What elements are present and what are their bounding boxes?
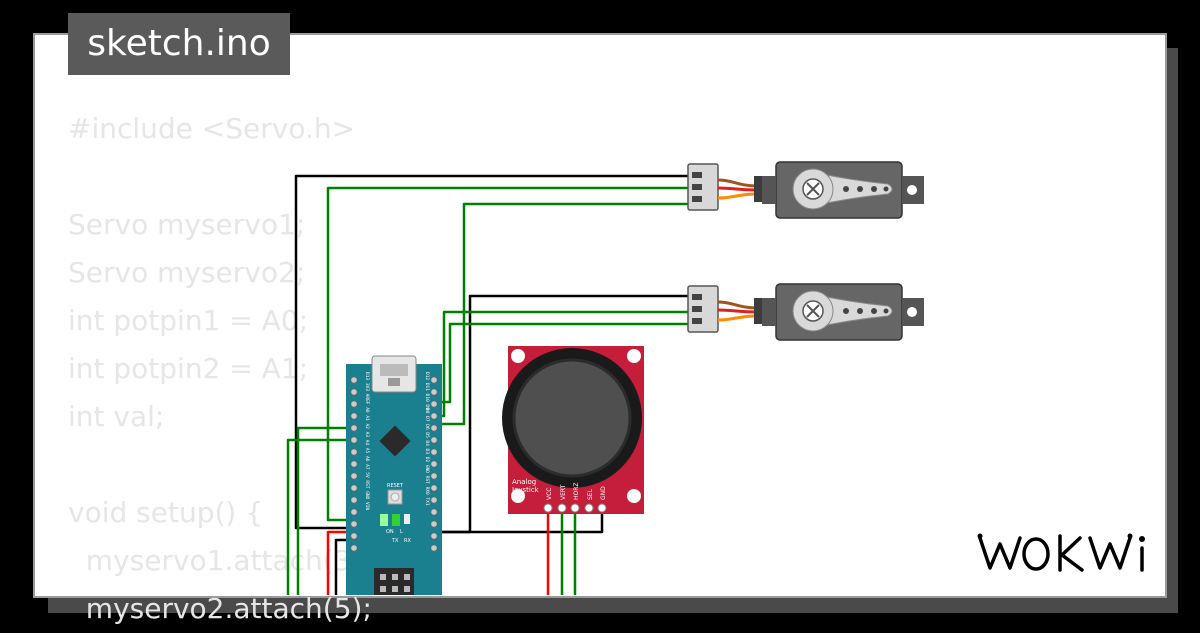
arduino-board (346, 364, 442, 595)
left-pin-labels: D13 3V3 AREF A0 A1 A2 A3 A4 A5 A6 A7 5V … (364, 372, 370, 510)
rx-label: RX (404, 538, 411, 544)
on-label: ON (386, 529, 394, 535)
wire-joystick-gnd[interactable] (440, 508, 604, 534)
joystick-pin-horz: HORZ (573, 482, 580, 500)
wire-servo1-ground[interactable] (294, 174, 690, 530)
joystick-pins (543, 503, 607, 513)
wire-servo2-signal[interactable] (440, 322, 690, 404)
code-line: int val; (68, 400, 165, 433)
led-on (380, 514, 388, 526)
l-label: L (400, 529, 403, 535)
joystick-pin-vert: VERT (560, 484, 567, 500)
code-line: myservo2.attach(5); (68, 592, 372, 625)
code-line: #include <Servo.h> (68, 112, 356, 145)
code-line: int potpin2 = A1; (68, 352, 309, 385)
joystick-label-line2: Joystick (511, 486, 540, 494)
servo-motor-2[interactable] (687, 283, 924, 341)
code-line: int potpin1 = A0; (68, 304, 309, 337)
wire-servo1-vcc[interactable] (326, 186, 690, 522)
servo1-horn (812, 171, 893, 207)
led-tx (404, 514, 410, 524)
right-pin-labels: D8 D7 D6 D5 D4 D3 D2 GND RST RX0 TX1 (424, 408, 430, 506)
wire-servo1-signal[interactable] (440, 202, 690, 426)
wokwi-logo (977, 533, 1145, 572)
servo2-horn (812, 293, 893, 329)
wire-a1[interactable] (286, 438, 352, 600)
left-pin-header (350, 376, 358, 552)
servo-motor-1[interactable] (687, 161, 924, 219)
top-pin-labels: D12 D11 D10 D9 (424, 372, 430, 410)
code-line: myservo1.attach(3); (68, 544, 372, 577)
wire-5v[interactable] (326, 530, 352, 600)
joystick-pin-sel: SEL (587, 488, 594, 500)
arduino-nano[interactable]: RESET ON L TX RX D13 3V3 AREF A0 A1 A2 A… (346, 355, 442, 604)
right-pin-header (430, 376, 438, 552)
wire-a0[interactable] (296, 426, 352, 600)
joystick-knob[interactable] (512, 358, 632, 478)
led-l (392, 514, 400, 526)
joystick-pin-vcc: VCC (546, 488, 553, 500)
icsp-header (374, 568, 414, 595)
reset-label: RESET (387, 483, 404, 489)
code-line: Servo myservo1; (68, 208, 306, 241)
code-editor: #include <Servo.h> Servo myservo1; Servo m… (68, 105, 372, 633)
joystick-pin-gnd: GND (600, 486, 607, 500)
code-line: void setup() { (68, 496, 264, 529)
microcontroller-chip (379, 425, 411, 457)
analog-joystick[interactable]: Analog Joystick VCC VERT HORZ SEL GND (502, 346, 644, 514)
joystick-label-line1: Analog (512, 478, 536, 486)
tx-label: TX (391, 538, 399, 544)
file-tab-title[interactable]: sketch.ino (68, 13, 290, 75)
code-line: Servo myservo2; (68, 256, 306, 289)
